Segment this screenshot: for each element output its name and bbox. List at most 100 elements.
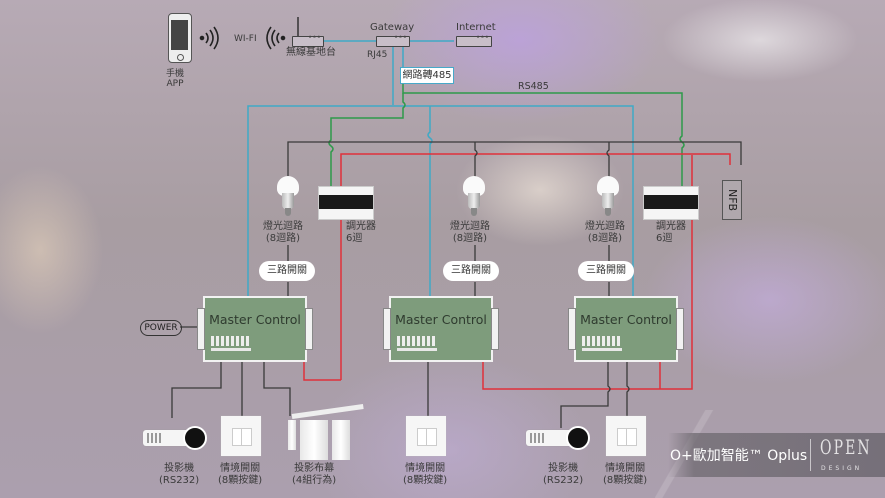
power-input-label: POWER [140, 320, 182, 336]
phone-app-label: 手機 APP [166, 69, 184, 89]
scene-switch-icon [221, 416, 261, 456]
master-control-unit-3: Master Control [568, 296, 684, 362]
smartphone-icon [168, 13, 192, 63]
wireless-router-icon [292, 33, 324, 47]
projection-screen-curtain-icon [284, 404, 364, 464]
dimmer-label-zone1: 調光器 6迴 [346, 221, 376, 245]
device-name: 情境開關 [605, 463, 646, 474]
three-way-switch-pill: 三路開關 [443, 261, 499, 281]
wifi-signal-icon [199, 26, 286, 50]
light-bulb-icon [277, 176, 299, 218]
router-label: 無線基地台 [286, 47, 336, 58]
bulb-label-line2: (8迴路) [587, 233, 623, 244]
wire-signal-zone2 [474, 142, 478, 178]
wire-power-top [340, 153, 731, 380]
projector-icon [143, 426, 207, 450]
wire-rs485-right [402, 83, 685, 186]
projector-icon [526, 426, 590, 450]
open-design-logo: OPEN [820, 435, 872, 459]
wire-ethernet-zone2 [427, 106, 433, 297]
device-name: 投影機 [548, 463, 579, 474]
dimmer-label-line1: 調光器 [346, 221, 376, 232]
master-control-label: Master Control [580, 312, 672, 327]
device-label-6: 情境開關 (8顆按鍵) [603, 463, 647, 487]
bulb-label-line1: 燈光迴路 [450, 221, 490, 232]
rs485-wires [328, 83, 685, 186]
mount-ear [676, 308, 684, 350]
master-control-label: Master Control [395, 312, 487, 327]
brand-divider [810, 439, 811, 471]
device-detail: (8顆按鍵) [218, 475, 263, 486]
mount-ear [491, 308, 499, 350]
power-wires [303, 153, 731, 390]
scene-switch-icon [406, 416, 446, 456]
phone-label-line1: 手機 [166, 69, 185, 79]
device-name: 情境開關 [220, 463, 261, 474]
phone-label-line2: APP [166, 79, 184, 89]
dimmer-label-line2: 6迴 [346, 233, 363, 244]
signal-wires [171, 141, 742, 428]
bulb-label-line1: 燈光迴路 [263, 221, 303, 232]
dimmer-module-icon [643, 186, 699, 220]
bulb-label-zone1: 燈光迴路 (8迴路) [263, 221, 303, 245]
wifi-label: WI-FI [234, 34, 257, 44]
wire-mc3-switch [626, 362, 630, 416]
device-detail: (RS232) [543, 475, 584, 486]
dimmer-module-icon [318, 186, 374, 220]
three-way-switch-pill: 三路開關 [578, 261, 634, 281]
nfb-breaker: NFB [722, 180, 742, 220]
device-name: 投影布幕 [294, 463, 335, 474]
bulb-label-line2: (8迴路) [265, 233, 301, 244]
internet-label: Internet [456, 22, 496, 33]
device-detail: (8顆按鍵) [403, 475, 448, 486]
open-design-logo-sub: DESIGN [821, 465, 863, 472]
scene-switch-icon [606, 416, 646, 456]
terminal-block [397, 336, 437, 346]
wire-signal-zone3 [606, 142, 610, 178]
dimmer-label-line2: 6迴 [656, 233, 673, 244]
wire-mc1-curtain [263, 362, 291, 416]
terminal-block [582, 336, 622, 346]
dimmer-label-zone3: 調光器 6迴 [656, 221, 686, 245]
mount-ear [197, 308, 205, 350]
wire-signal-bus [287, 141, 742, 178]
device-label-3: 投影布幕 (4組行為) [292, 463, 336, 487]
device-name: 情境開關 [405, 463, 446, 474]
wire-power-bottom [482, 155, 693, 390]
brand-text: O+歐加智能™ Oplus [670, 448, 808, 464]
wire-mc3-projector [560, 362, 611, 428]
rs485-label: RS485 [518, 81, 549, 92]
wire-power-mc1 [303, 362, 341, 381]
device-label-4: 情境開關 (8顆按鍵) [403, 463, 447, 487]
network-to-rs485-converter: 網路轉485 [400, 67, 454, 84]
light-bulb-icon [463, 176, 485, 218]
mount-ear [383, 308, 391, 350]
device-label-1: 投影機 (RS232) [159, 463, 199, 487]
bulb-label-zone2: 燈光迴路 (8迴路) [450, 221, 490, 245]
mount-ear [305, 308, 313, 350]
master-control-unit-2: Master Control [383, 296, 499, 362]
brand-banner: O+歐加智能™ Oplus OPEN DESIGN [668, 433, 885, 477]
mount-ear [568, 308, 576, 350]
rj45-label: RJ45 [367, 50, 388, 60]
bulb-label-line2: (8迴路) [452, 233, 488, 244]
gateway-label: Gateway [370, 22, 415, 33]
light-bulb-icon [597, 176, 619, 218]
device-name: 投影機 [164, 463, 195, 474]
three-way-switch-pill: 三路開關 [259, 261, 315, 281]
device-label-2: 情境開關 (8顆按鍵) [218, 463, 262, 487]
wire-mc1-projector [171, 362, 222, 418]
dimmer-label-line1: 調光器 [656, 221, 686, 232]
bulb-label-line1: 燈光迴路 [585, 221, 625, 232]
master-control-unit-1: Master Control [197, 296, 313, 362]
device-label-5: 投影機 (RS232) [543, 463, 583, 487]
terminal-block [211, 336, 251, 346]
bulb-label-zone3: 燈光迴路 (8迴路) [585, 221, 625, 245]
device-detail: (RS232) [159, 475, 200, 486]
device-detail: (4組行為) [292, 475, 337, 486]
device-detail: (8顆按鍵) [603, 475, 648, 486]
internet-icon [456, 33, 492, 47]
master-control-label: Master Control [209, 312, 301, 327]
gateway-icon [376, 33, 410, 47]
